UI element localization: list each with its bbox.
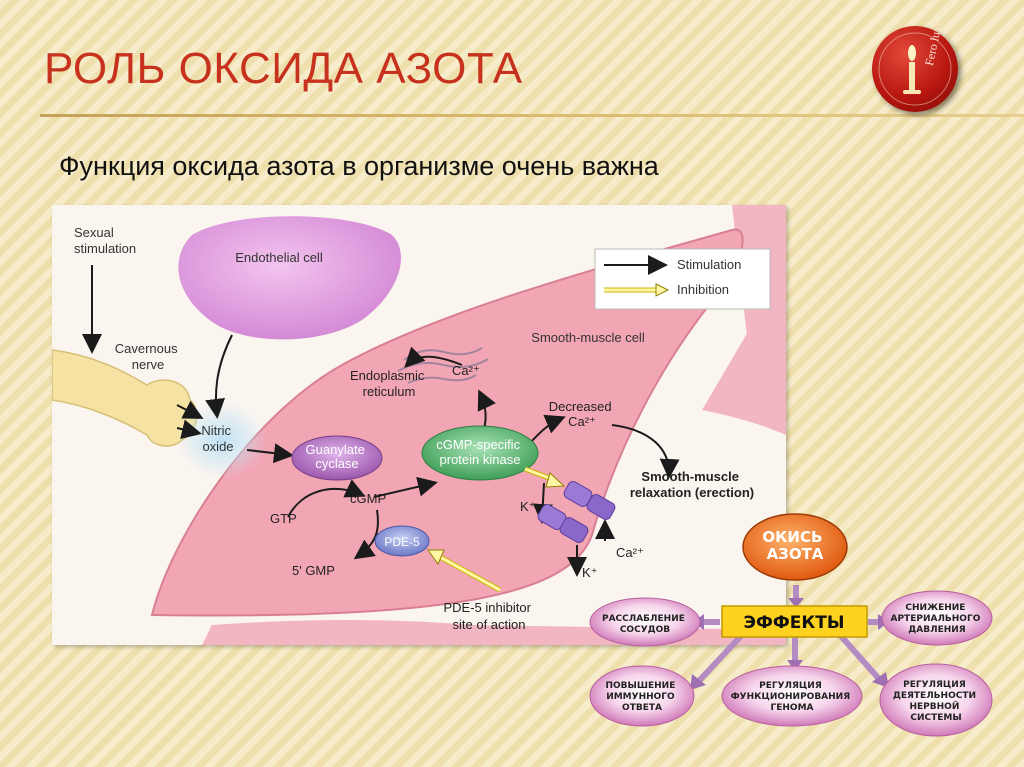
nitric-oxide-node-label: ОКИСЬ АЗОТА	[762, 528, 827, 563]
endothelial-cell	[178, 216, 401, 339]
cgmp-label: cGMP	[350, 491, 386, 506]
endothelial-cell-label: Endothelial cell	[235, 250, 323, 265]
cavernous-nerve-label: Cavernous nerve	[115, 341, 182, 372]
inhibition-legend-label: Inhibition	[677, 282, 729, 297]
title-divider	[40, 114, 1024, 117]
nitric-oxide-label: Nitric oxide	[201, 423, 234, 454]
gtp-label: GTP	[270, 511, 297, 526]
potassium-top-label: K⁺	[520, 499, 536, 514]
diagram-legend: Stimulation Inhibition	[595, 249, 770, 309]
five-gmp-label: 5' GMP	[292, 563, 335, 578]
slide-title: РОЛЬ ОКСИДА АЗОТА	[44, 44, 523, 94]
smooth-muscle-cell-label: Smooth-muscle cell	[531, 330, 645, 345]
adjacent-cell-right-lower	[702, 323, 786, 435]
nitric-oxide-effects-chart: ОКИСЬ АЗОТА ЭФФЕКТЫ РАССЛАБЛЕНИЕ СОСУДОВ…	[580, 510, 1010, 755]
stimulation-legend-label: Stimulation	[677, 257, 741, 272]
sexual-stimulation-label: Sexual stimulation	[74, 225, 136, 256]
slide-subtitle: Функция оксида азота в организме очень в…	[59, 151, 659, 182]
protein-kinase-label: cGMP-specific protein kinase	[436, 437, 523, 467]
relaxation-label: Smooth-muscle relaxation (erection)	[630, 469, 754, 500]
candle-logo	[872, 26, 958, 112]
pde5-label: PDE-5	[384, 535, 420, 549]
pde5-inhibitor-label: PDE-5 inhibitor site of action	[443, 600, 534, 632]
effects-node-label: ЭФФЕКТЫ	[744, 613, 845, 633]
candle-icon	[872, 26, 958, 112]
cavernous-nerve	[52, 350, 197, 446]
ca-released-label: Ca²⁺	[452, 363, 480, 378]
